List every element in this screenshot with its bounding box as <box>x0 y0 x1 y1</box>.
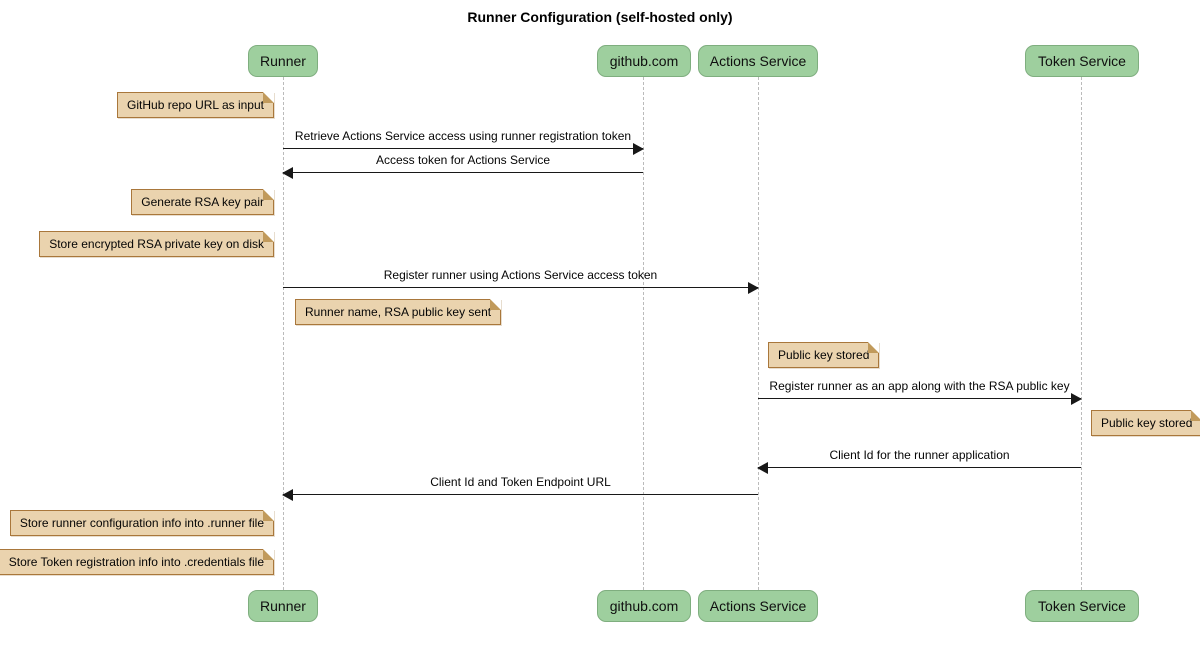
message-register-runner-as-app: Register runner as an app along with the… <box>758 379 1082 405</box>
message-client-id-for-runner-application: Client Id for the runner application <box>757 448 1081 474</box>
note-store-runner-configuration-info: Store runner configuration info into .ru… <box>9 510 275 536</box>
message-register-runner: Register runner using Actions Service ac… <box>283 268 759 294</box>
diagram-title: Runner Configuration (self-hosted only) <box>467 9 733 25</box>
note-generate-rsa-key-pair: Generate RSA key pair <box>131 189 274 215</box>
arrowhead-left-icon <box>757 462 768 474</box>
note-public-key-stored-token-service: Public key stored <box>1091 410 1200 436</box>
note-store-encrypted-rsa-private-key: Store encrypted RSA private key on disk <box>39 231 274 257</box>
message-label: Access token for Actions Service <box>375 153 551 167</box>
message-line <box>283 148 643 149</box>
participant-actions-service-top: Actions Service <box>698 45 818 77</box>
arrowhead-right-icon <box>633 143 644 155</box>
arrowhead-left-icon <box>282 167 293 179</box>
note-github-repo-url-as-input: GitHub repo URL as input <box>117 92 274 118</box>
arrowhead-right-icon <box>748 282 759 294</box>
message-retrieve-actions-service-access: Retrieve Actions Service access using ru… <box>283 129 644 155</box>
message-line <box>283 494 758 495</box>
message-client-id-and-token-endpoint-url: Client Id and Token Endpoint URL <box>282 475 758 501</box>
lifeline-github <box>643 77 644 590</box>
note-store-token-registration-info: Store Token registration info into .cred… <box>0 549 275 575</box>
arrowhead-right-icon <box>1071 393 1082 405</box>
message-line <box>283 287 758 288</box>
participant-actions-service-bottom: Actions Service <box>698 590 818 622</box>
participant-runner-bottom: Runner <box>248 590 318 622</box>
lifeline-token-service <box>1081 77 1082 590</box>
participant-runner-top: Runner <box>248 45 318 77</box>
message-line <box>758 398 1081 399</box>
lifeline-actions-service <box>758 77 759 590</box>
participant-token-service-top: Token Service <box>1025 45 1139 77</box>
message-label: Register runner using Actions Service ac… <box>383 268 658 282</box>
message-label: Client Id and Token Endpoint URL <box>430 475 611 489</box>
lifeline-runner <box>283 77 284 590</box>
participant-github-bottom: github.com <box>597 590 691 622</box>
note-runner-name-rsa-public-key-sent: Runner name, RSA public key sent <box>295 299 502 325</box>
message-label: Retrieve Actions Service access using ru… <box>294 129 632 143</box>
message-label: Client Id for the runner application <box>829 448 1010 462</box>
participant-github-top: github.com <box>597 45 691 77</box>
message-label: Register runner as an app along with the… <box>769 379 1070 393</box>
note-public-key-stored-actions-service: Public key stored <box>768 342 880 368</box>
message-access-token-for-actions-service: Access token for Actions Service <box>282 153 643 179</box>
message-line <box>758 467 1081 468</box>
participant-token-service-bottom: Token Service <box>1025 590 1139 622</box>
message-line <box>283 172 643 173</box>
arrowhead-left-icon <box>282 489 293 501</box>
